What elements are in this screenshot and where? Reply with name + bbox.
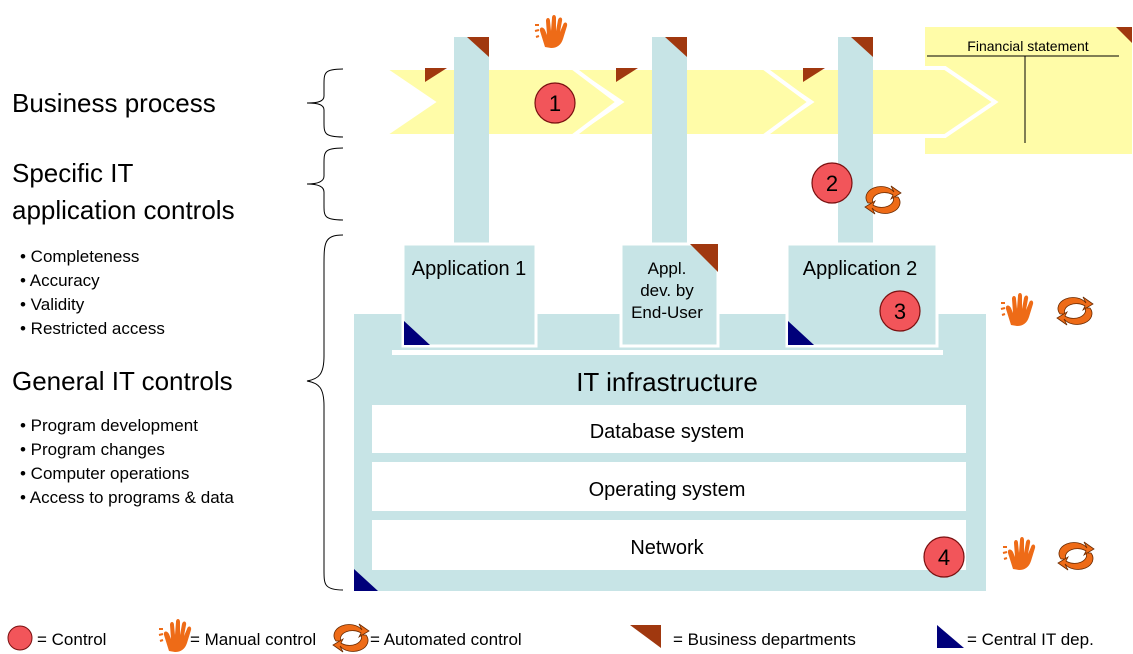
brace-icons (306, 68, 344, 591)
general-controls-label: General IT controls (12, 366, 233, 396)
layer-database-system: Database system (590, 421, 745, 443)
legend-central-it-label: = Central IT dep. (967, 630, 1094, 649)
legend-manual-label: = Manual control (190, 630, 316, 649)
legend-central-it-icon (937, 625, 964, 648)
automated-control-cycle-icon (864, 185, 902, 215)
financial-statement-label: Financial statement (967, 38, 1089, 54)
general-controls-bullet: • Access to programs & data (20, 488, 234, 507)
app-controls-bullet: • Completeness (20, 247, 139, 266)
automated-control-cycle-icon (1057, 541, 1095, 571)
general-controls-bullet: • Computer operations (20, 464, 189, 483)
enduser-label-line1: Appl. (648, 259, 687, 278)
legend-business-icon (630, 625, 661, 648)
legend-business-label: = Business departments (673, 630, 856, 649)
layer-network: Network (630, 537, 704, 559)
app-controls-bullet: • Accuracy (20, 271, 100, 290)
brace-general-controls-icon (306, 234, 344, 591)
svg-text:2: 2 (826, 171, 838, 196)
general-controls-bullet: • Program changes (20, 440, 165, 459)
application-2-label: Application 2 (803, 258, 918, 280)
control-circle-4: 4 (923, 536, 965, 578)
legend-automated-cycle-icon (332, 623, 370, 653)
layer-operating-system: Operating system (589, 479, 746, 501)
app-controls-label-line1: Specific IT (12, 158, 133, 188)
svg-text:4: 4 (938, 545, 950, 570)
application-1-label: Application 1 (412, 258, 527, 280)
svg-text:1: 1 (549, 91, 561, 116)
connector-bars (454, 37, 873, 247)
general-controls-bullet: • Program development (20, 416, 198, 435)
legend: = Control = Manual control = Automated c… (7, 618, 1094, 653)
manual-control-hand-icon (1002, 536, 1037, 571)
control-circle-3: 3 (879, 290, 921, 332)
brace-business-process-icon (306, 68, 344, 138)
business-process-label: Business process (12, 88, 216, 118)
legend-control-label: = Control (37, 630, 106, 649)
manual-control-hand-icon (1000, 292, 1035, 327)
application-2-box: Application 2 (785, 242, 939, 348)
it-infrastructure-block: IT infrastructure Database system Operat… (354, 314, 1002, 591)
control-circle-2: 2 (811, 162, 853, 204)
legend-automated-label: = Automated control (370, 630, 522, 649)
app-controls-bullet: • Validity (20, 295, 85, 314)
application-1-box: Application 1 (401, 242, 538, 348)
app-controls-label-line2: application controls (12, 195, 235, 225)
svg-text:3: 3 (894, 299, 906, 324)
it-infrastructure-title: IT infrastructure (576, 367, 758, 397)
control-circle-1: 1 (534, 82, 576, 124)
app-controls-bullet: • Restricted access (20, 319, 165, 338)
enduser-label-line2: dev. by (640, 281, 694, 300)
brace-app-controls-icon (306, 147, 344, 221)
legend-manual-hand-icon (158, 618, 193, 653)
legend-control-icon (7, 625, 33, 651)
automated-control-cycle-icon (1056, 296, 1094, 326)
enduser-application-box: Appl. dev. by End-User (619, 242, 720, 348)
enduser-label-line3: End-User (631, 303, 703, 322)
manual-control-hand-icon (534, 14, 569, 49)
